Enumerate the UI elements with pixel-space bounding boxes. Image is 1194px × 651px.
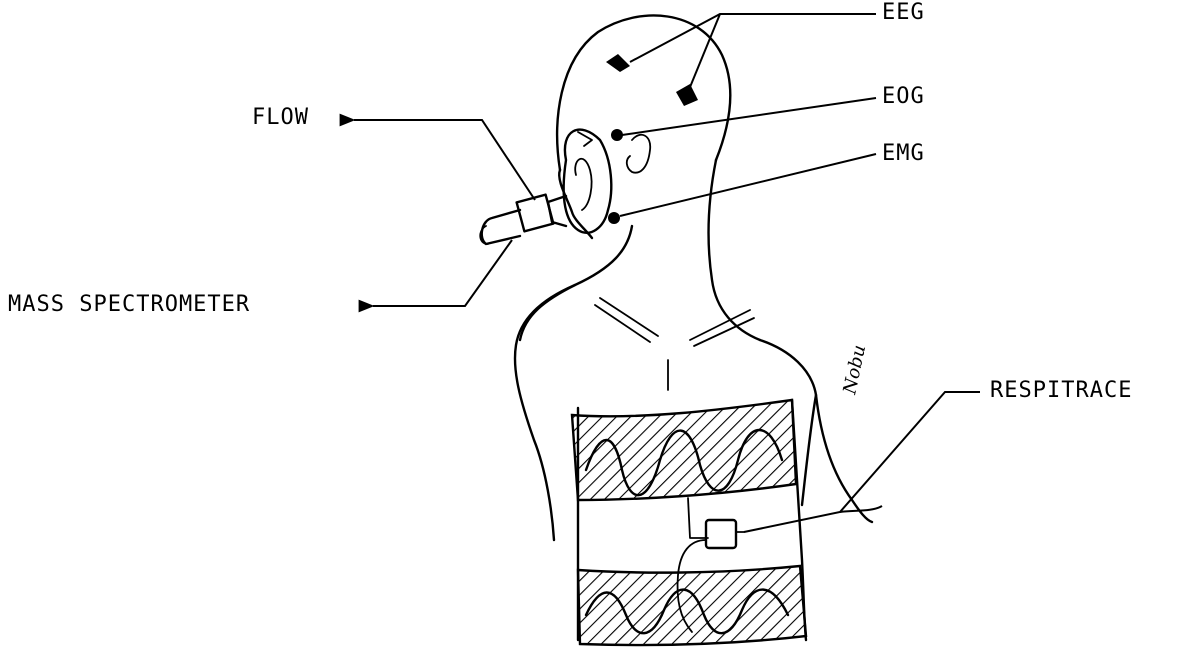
flow-sensor <box>517 195 554 232</box>
emg-leader <box>620 154 876 216</box>
eog-electrode <box>611 129 623 141</box>
collarbone-left-2 <box>600 298 658 336</box>
eeg-electrode-side <box>676 84 698 106</box>
flow-label: FLOW <box>252 107 309 129</box>
mass-spectrometer-label: MASS SPECTROMETER <box>8 294 250 316</box>
emg-electrode <box>608 212 620 224</box>
eog-leader <box>622 98 876 135</box>
right-arm-inner <box>802 395 816 505</box>
eye <box>578 132 592 146</box>
mask-inner <box>575 159 591 210</box>
head-outline <box>557 15 730 170</box>
signature: Nobu <box>839 343 870 397</box>
emg-label: EMG <box>882 143 925 165</box>
mass-spectrometer-leader <box>373 240 512 306</box>
left-shoulder-arm <box>515 285 575 540</box>
eeg-leader-top <box>630 14 876 62</box>
eog-label: EOG <box>882 86 925 108</box>
respitrace-box <box>706 520 736 548</box>
mask-outline <box>564 130 612 233</box>
collarbone-left <box>595 305 650 342</box>
neck-left <box>520 226 632 340</box>
abdomen-band <box>578 566 806 645</box>
respitrace-label: RESPITRACE <box>990 380 1132 402</box>
neck-right <box>709 160 760 340</box>
chest-band <box>572 400 796 500</box>
ear <box>627 135 650 173</box>
flow-leader <box>354 120 535 200</box>
respitrace-leader-tail <box>840 506 882 512</box>
eeg-electrode-top <box>606 54 630 72</box>
eeg-label: EEG <box>882 2 925 24</box>
tube-end <box>482 210 520 244</box>
